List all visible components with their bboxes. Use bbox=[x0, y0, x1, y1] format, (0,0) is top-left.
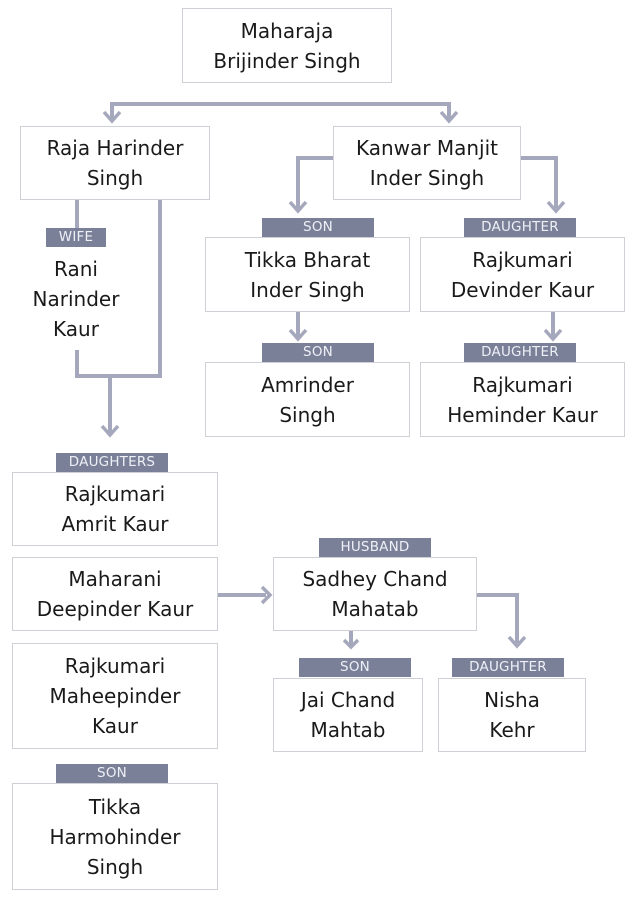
connector-kanwar-daughter bbox=[521, 156, 558, 208]
person-deepinder: Maharani Deepinder Kaur bbox=[12, 557, 218, 631]
person-amrit: Rajkumari Amrit Kaur bbox=[12, 472, 218, 546]
arrowhead bbox=[543, 328, 563, 342]
person-sadhey-chand: Sadhey Chand Mahatab bbox=[273, 557, 477, 631]
arrowhead bbox=[546, 200, 566, 214]
connector-sadhey-daughter bbox=[477, 593, 519, 643]
person-rani-narinder: Rani Narinder Kaur bbox=[32, 257, 120, 341]
arrowhead bbox=[439, 110, 459, 124]
person-tikka-bharat: Tikka Bharat Inder Singh bbox=[205, 237, 410, 312]
arrowhead bbox=[342, 638, 360, 650]
person-amrinder: Amrinder Singh bbox=[205, 362, 410, 437]
relation-tag: DAUGHTER bbox=[452, 658, 564, 677]
person-raja-harinder: Raja Harinder Singh bbox=[20, 126, 210, 200]
person-heminder: Rajkumari Heminder Kaur bbox=[420, 362, 625, 437]
relation-tag: SON bbox=[262, 218, 374, 237]
person-devinder: Rajkumari Devinder Kaur bbox=[420, 237, 625, 312]
person-kanwar-manjit: Kanwar Manjit Inder Singh bbox=[333, 126, 521, 200]
arrowhead bbox=[507, 635, 527, 649]
arrowhead bbox=[260, 585, 273, 605]
relation-tag: SON bbox=[262, 343, 374, 362]
person-nisha: Nisha Kehr bbox=[438, 678, 586, 752]
connector-kanwar-son bbox=[296, 156, 333, 208]
relation-tag: SON bbox=[56, 764, 168, 783]
arrowhead bbox=[288, 328, 308, 342]
person-harmohinder: Tikka Harmohinder Singh bbox=[12, 783, 218, 890]
relation-tag: DAUGHTER bbox=[464, 218, 576, 237]
arrowhead bbox=[102, 110, 122, 124]
arrowhead bbox=[100, 424, 120, 438]
relation-tag: HUSBAND bbox=[319, 538, 431, 557]
person-root: Maharaja Brijinder Singh bbox=[182, 8, 392, 83]
relation-tag: SON bbox=[299, 658, 411, 677]
person-jai-chand: Jai Chand Mahtab bbox=[273, 678, 423, 752]
arrowhead bbox=[288, 200, 308, 214]
relation-tag: WIFE bbox=[46, 228, 106, 247]
relation-tag: DAUGHTER bbox=[464, 343, 576, 362]
connector-raja-children bbox=[75, 200, 162, 378]
connector-root-children bbox=[110, 102, 451, 120]
person-maheepinder: Rajkumari Maheepinder Kaur bbox=[12, 643, 218, 749]
relation-tag: DAUGHTERS bbox=[56, 453, 168, 472]
